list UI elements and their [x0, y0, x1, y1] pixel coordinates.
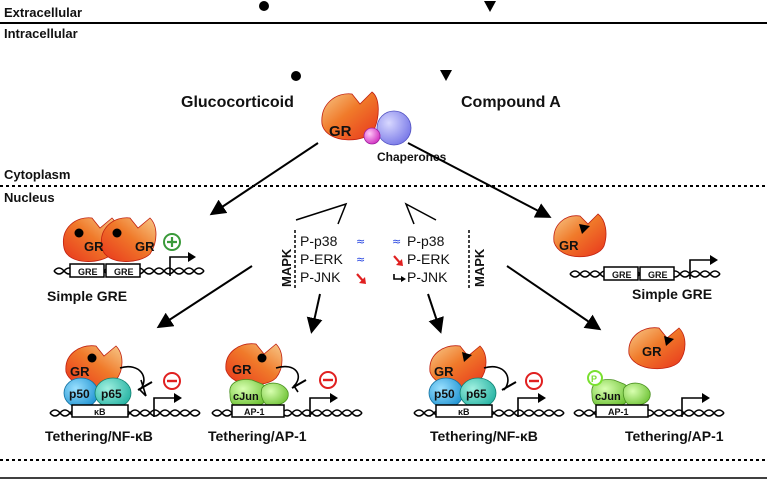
- mapk-left-erk: P-ERK: [300, 251, 343, 267]
- p65-label-right: p65: [466, 387, 487, 401]
- approx-icon-left-p38: ≈: [356, 235, 365, 248]
- compound-a-symbol-outside: [484, 1, 496, 12]
- phospho-label: P: [591, 374, 597, 384]
- mapk-right-jnk: P-JNK: [407, 269, 448, 285]
- p65-label-left: p65: [101, 387, 122, 401]
- compound-a-label: Compound A: [461, 94, 561, 111]
- cjun-label-left: cJun: [233, 391, 259, 403]
- region-intracellular: Intracellular: [4, 26, 78, 41]
- gr-label-simple-left-1: GR: [84, 239, 104, 254]
- caption-tether-ap1-right: Tethering/AP-1: [625, 428, 724, 444]
- caption-tether-nfkb-right: Tethering/NF-κB: [430, 428, 538, 444]
- gr-label-tether-ap1-left: GR: [232, 362, 252, 377]
- kb-label-right: κB: [458, 407, 470, 417]
- glucocorticoid-label: Glucocorticoid: [181, 94, 294, 111]
- ap1-label-right: AP-1: [608, 407, 629, 417]
- mapk-split-right: [404, 202, 437, 225]
- mapk-split-left: [295, 202, 348, 225]
- caption-simple-gre-left: Simple GRE: [47, 288, 127, 304]
- region-extracellular: Extracellular: [4, 5, 82, 20]
- mapk-right-erk: P-ERK: [407, 251, 450, 267]
- down-arrow-head-left-jnk: [359, 277, 366, 284]
- sideways-arrow-icon-right-jnk: [393, 274, 403, 280]
- tether-ap1-right-complex: GR cJun P AP-1: [573, 327, 725, 418]
- mapk-label-left: MAPK: [279, 248, 294, 287]
- caption-simple-gre-right: Simple GRE: [632, 286, 712, 302]
- arrow-to-simple-gre-right: [407, 142, 552, 218]
- compound-a-symbol: [440, 70, 452, 81]
- cjun-label-right: cJun: [595, 391, 621, 403]
- caption-tether-nfkb-left: Tethering/NF-κB: [45, 428, 153, 444]
- tether-nfkb-right-complex: GR p50 p65 κB: [413, 345, 565, 418]
- gre-label-right-2: GRE: [648, 270, 668, 280]
- chaperone-large: [376, 110, 412, 146]
- region-nucleus: Nucleus: [4, 190, 55, 205]
- phospho-icon: [587, 370, 603, 386]
- approx-icon-left-erk: ≈: [356, 253, 365, 266]
- gr-label-central: GR: [329, 123, 352, 140]
- region-cytoplasm: Cytoplasm: [4, 167, 70, 182]
- chaperone-small: [363, 127, 381, 145]
- mapk-label-right: MAPK: [472, 248, 487, 287]
- arrow-to-simple-gre-left: [209, 142, 319, 216]
- mapk-right-p38: P-p38: [407, 233, 445, 249]
- p50-label-right: p50: [434, 387, 455, 401]
- gre-label-left-2: GRE: [114, 267, 134, 277]
- mapk-left-jnk: P-JNK: [300, 269, 341, 285]
- ap1-label-left: AP-1: [244, 407, 265, 417]
- arrow-to-tether-ap1-right: [506, 265, 602, 331]
- arrow-to-tether-nfkb-right: [427, 293, 444, 334]
- gre-label-left-1: GRE: [78, 267, 98, 277]
- p50-label-left: p50: [69, 387, 90, 401]
- arrow-to-tether-ap1-left: [306, 293, 323, 334]
- glucocorticoid-symbol: [291, 71, 301, 81]
- gr-label-tether-nfkb-right: GR: [434, 364, 454, 379]
- tether-nfkb-left-complex: GR p50 p65 κB: [49, 345, 201, 418]
- approx-icon-right-p38: ≈: [392, 235, 401, 248]
- gr-label-simple-right: GR: [559, 238, 579, 253]
- gre-label-right-1: GRE: [612, 270, 632, 280]
- gr-label-tether-ap1-right: GR: [642, 344, 662, 359]
- caption-tether-ap1-left: Tethering/AP-1: [208, 428, 307, 444]
- simple-gre-left-complex: GR GR GRE GRE: [53, 217, 205, 278]
- glucocorticoid-symbol-outside: [259, 1, 269, 11]
- arrow-to-tether-nfkb-left: [156, 265, 253, 329]
- gr-label-tether-nfkb-left: GR: [70, 364, 90, 379]
- tether-ap1-left-complex: GR cJun AP-1: [211, 343, 363, 418]
- sideways-arrow-head-right-jnk: [401, 276, 406, 282]
- down-arrow-head-right-erk: [396, 259, 403, 266]
- kb-label-left: κB: [94, 407, 106, 417]
- gr-label-simple-left-2: GR: [135, 239, 155, 254]
- gr-receptor-central: [321, 91, 379, 141]
- simple-gre-right-complex: GR GRE GRE: [553, 213, 721, 281]
- mapk-left-p38: P-p38: [300, 233, 338, 249]
